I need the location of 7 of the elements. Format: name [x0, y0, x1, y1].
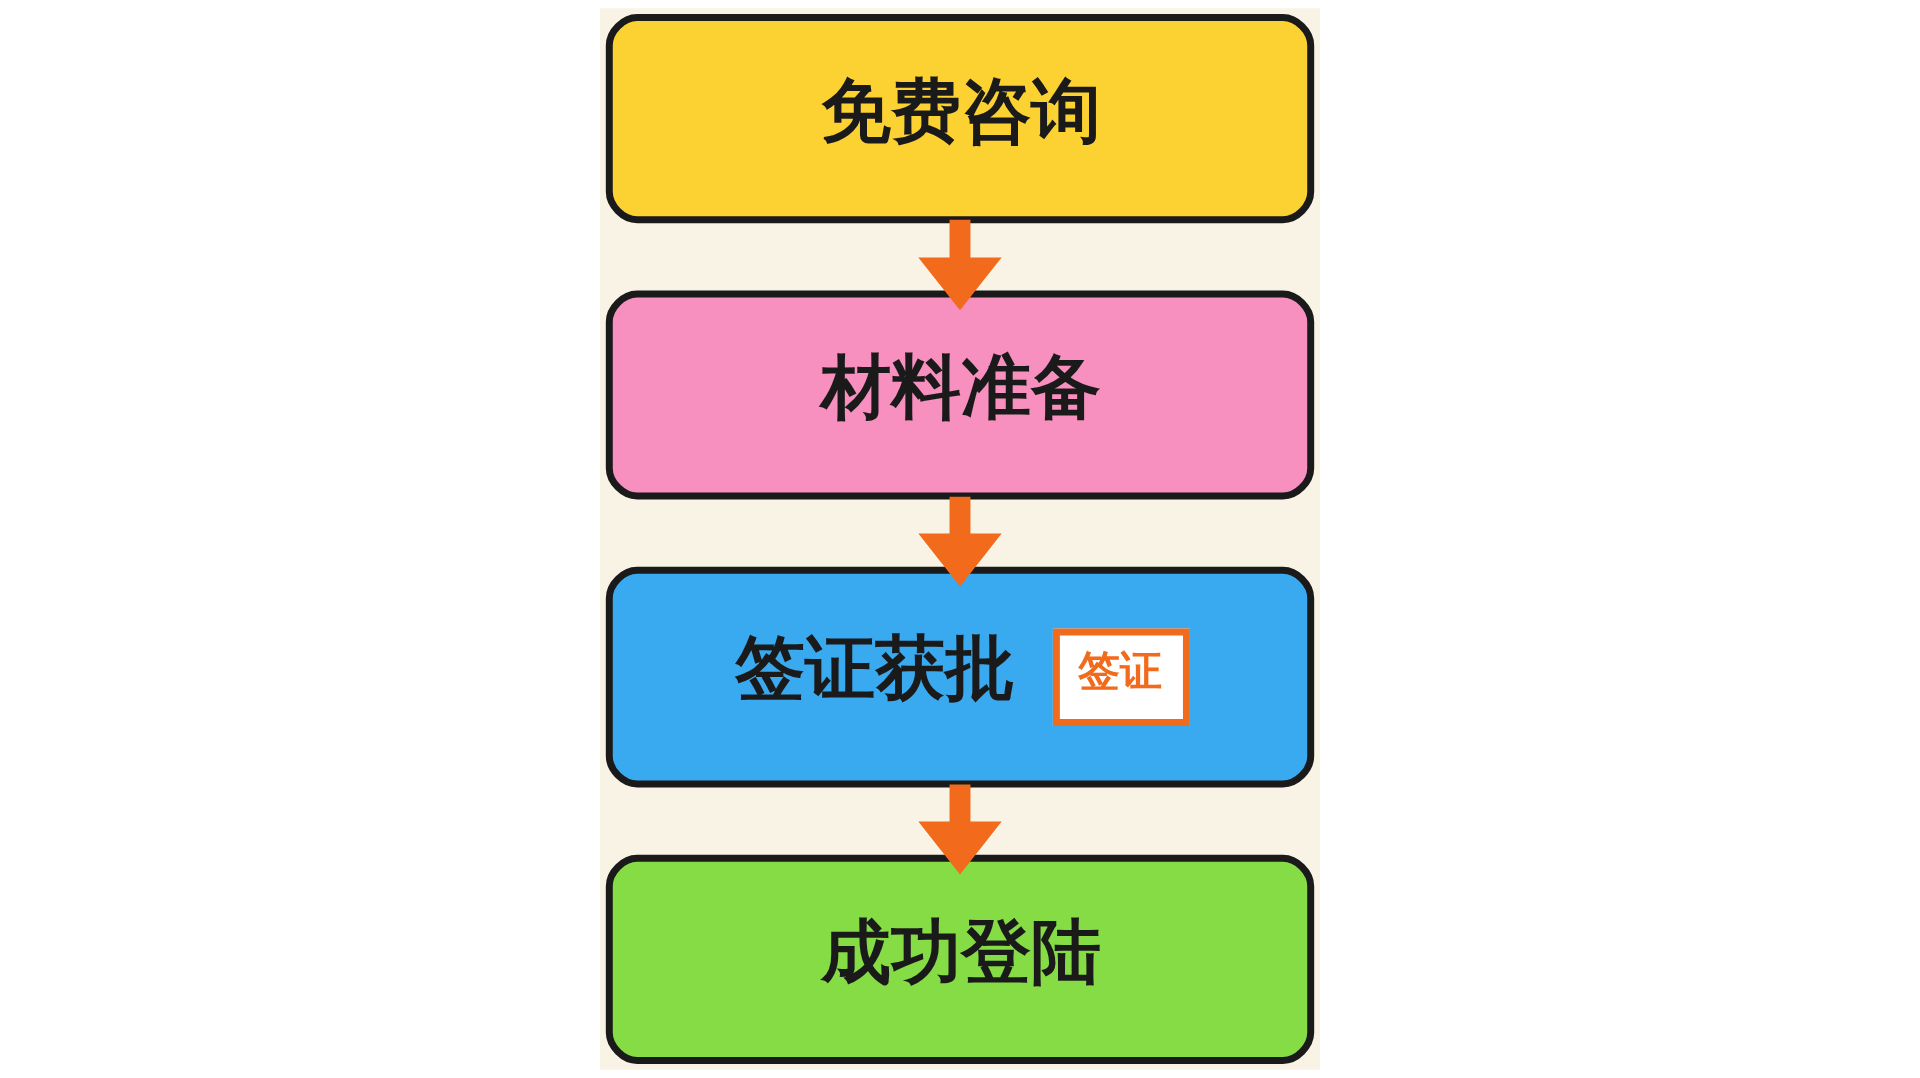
node-box: 材料准备: [605, 290, 1315, 500]
arrow: [918, 496, 1002, 587]
arrow: [918, 219, 1002, 311]
node-box: 成功登陆: [605, 854, 1315, 1064]
arrow: [918, 784, 1002, 875]
node-box: 签证获批 签证: [605, 566, 1315, 788]
node-box: 免费咨询: [605, 14, 1315, 224]
